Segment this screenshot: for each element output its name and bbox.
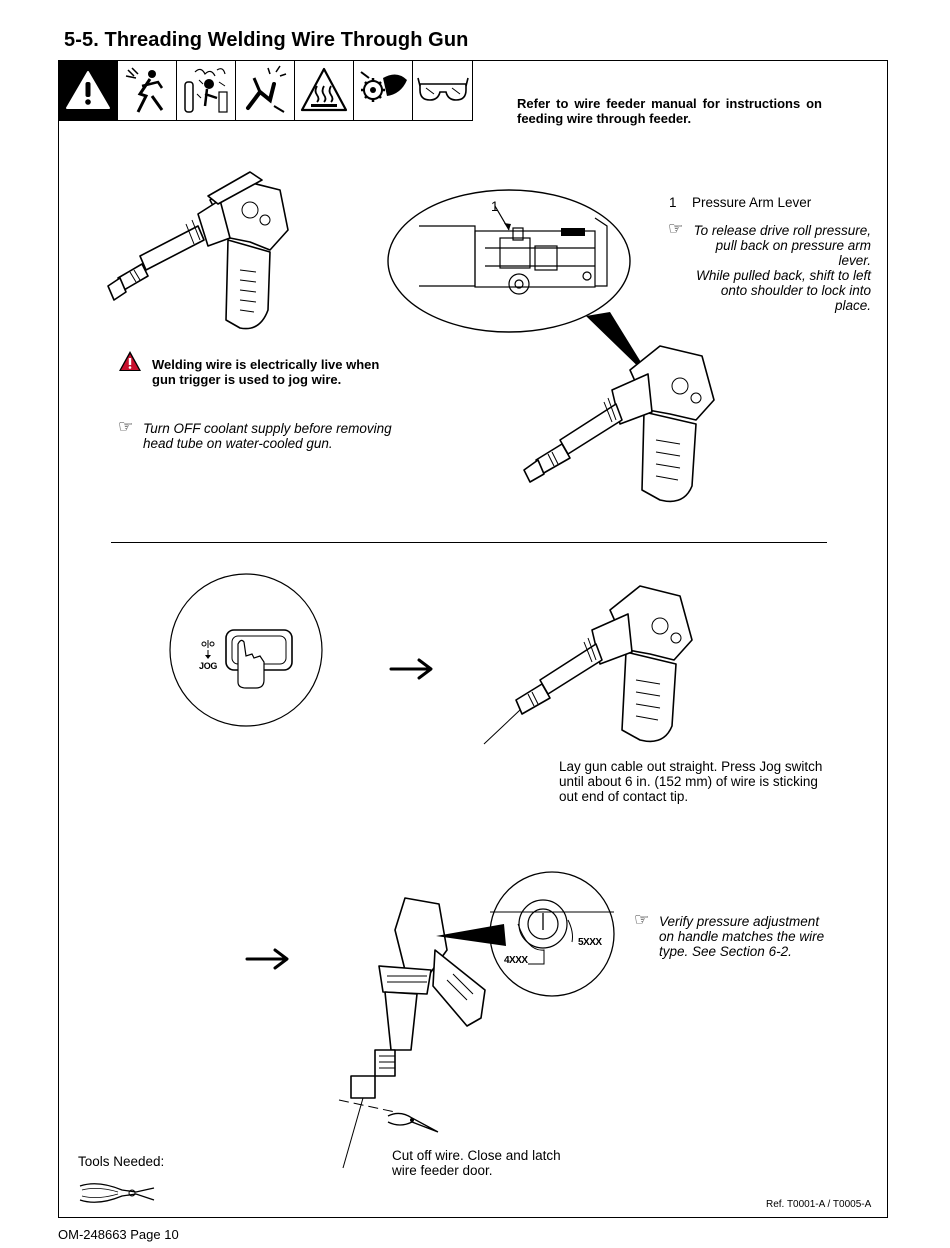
- callout-label: Pressure Arm Lever: [692, 195, 812, 210]
- note-line: type. See Section 6-2.: [659, 944, 792, 959]
- instruction-line: wire feeder door.: [392, 1163, 493, 1178]
- fumes-gases-icon: [177, 60, 236, 120]
- wire-cutter-icon: [387, 1112, 439, 1133]
- welding-gun-drawing: [107, 171, 289, 330]
- warning-line: Welding wire is electrically live when: [152, 357, 380, 372]
- moving-parts-icon: [354, 60, 413, 120]
- welding-gun-drawing: [483, 585, 693, 745]
- verify-pressure-note: Verify pressure adjustment on handle mat…: [659, 914, 824, 959]
- instruction-line: Cut off wire. Close and latch: [392, 1148, 561, 1163]
- release-pressure-note: To release drive roll pressure, pull bac…: [693, 223, 871, 313]
- note-line: head tube on water-cooled gun.: [143, 436, 333, 451]
- section-divider: [111, 542, 827, 543]
- jog-switch-detail: [169, 573, 323, 727]
- pointing-hand-icon: ☞: [634, 910, 650, 929]
- note-line: To release drive roll pressure,: [693, 223, 871, 238]
- reference-code: Ref. T0001-A / T0005-A: [766, 1199, 872, 1210]
- instruction-line: Lay gun cable out straight. Press Jog sw…: [559, 759, 823, 774]
- cut-wire-instructions: Cut off wire. Close and latch wire feede…: [392, 1148, 561, 1178]
- right-arrow-icon: [245, 948, 289, 970]
- instruction-line: out end of contact tip.: [559, 789, 689, 804]
- warning-line: gun trigger is used to jog wire.: [152, 372, 342, 387]
- drawing-callout-label: 1: [491, 199, 499, 214]
- intro-instruction: Refer to wire feeder manual for instruct…: [517, 96, 822, 126]
- dial-label-right: 5XXX: [578, 937, 602, 948]
- page-footer: OM-248663 Page 10: [58, 1227, 179, 1242]
- pointing-hand-icon: ☞: [118, 417, 134, 436]
- dial-label-left: 4XXX: [504, 955, 528, 966]
- tools-needed-label: Tools Needed:: [78, 1154, 165, 1169]
- live-wire-warning: Welding wire is electrically live when g…: [152, 357, 379, 387]
- electric-shock-icon: [118, 60, 177, 120]
- note-line: While pulled back, shift to left: [696, 268, 871, 283]
- pointing-hand-icon: ☞: [668, 219, 684, 238]
- welding-gun-drawing: [523, 345, 715, 503]
- safety-glasses-icon: [413, 60, 472, 120]
- zoom-pointer: [586, 312, 652, 380]
- content-frame: [58, 60, 888, 1218]
- coolant-note: Turn OFF coolant supply before removing …: [143, 421, 392, 451]
- welding-gun-drawing: [338, 897, 486, 1169]
- arc-rays-icon: [236, 60, 295, 120]
- right-arrow-icon: [389, 658, 433, 680]
- hazard-icon-strip: [58, 60, 473, 121]
- page-title: 5-5. Threading Welding Wire Through Gun: [64, 29, 469, 51]
- hot-surface-icon: [295, 60, 354, 120]
- note-line: Verify pressure adjustment: [659, 914, 820, 929]
- callout-number: 1: [669, 195, 677, 210]
- note-line: pull back on pressure arm lever.: [715, 238, 871, 268]
- drive-roll-detail-zoom: [387, 189, 631, 333]
- wire-cutter-icon: [79, 1183, 155, 1203]
- jog-switch-label: JOG: [199, 661, 218, 671]
- note-line: onto shoulder to lock into place.: [720, 283, 871, 313]
- note-line: on handle matches the wire: [659, 929, 825, 944]
- note-line: Turn OFF coolant supply before removing: [143, 421, 392, 436]
- warning-triangle-icon: [119, 351, 141, 371]
- pressure-dial-zoom: [489, 871, 615, 997]
- jog-instructions: Lay gun cable out straight. Press Jog sw…: [559, 759, 822, 804]
- zoom-pointer: [436, 924, 506, 946]
- instruction-line: until about 6 in. (152 mm) of wire is st…: [559, 774, 818, 789]
- warning-icon: [58, 60, 118, 120]
